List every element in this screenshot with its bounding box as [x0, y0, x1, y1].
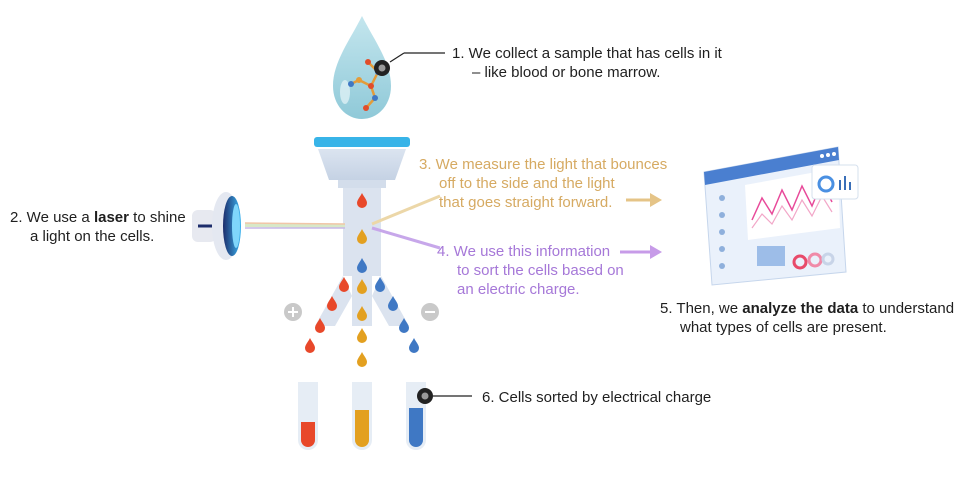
- step1-label: 1. We collect a sample that has cells in…: [452, 44, 722, 82]
- step6-callout-pin: [417, 388, 472, 404]
- step2-bold: laser: [93, 209, 129, 226]
- step5-bold: analyze the data: [742, 300, 859, 317]
- step6-label: 6. Cells sorted by electrical charge: [482, 388, 711, 407]
- step6-line1: 6. Cells sorted by electrical charge: [482, 389, 712, 406]
- step3-line1: 3. We measure the light that bounces: [419, 156, 668, 173]
- step2-label: 2. We use a laser to shine a light on th…: [10, 208, 186, 246]
- laser-beam: [244, 222, 346, 229]
- data-dashboard-icon: [703, 146, 859, 286]
- laser-emitter-icon: [192, 192, 241, 260]
- step1-line2: – like blood or bone marrow.: [472, 64, 661, 81]
- step2-line2: a light on the cells.: [30, 228, 155, 245]
- test-tube-yellow: [352, 382, 372, 450]
- step4-arrow: [620, 245, 662, 259]
- step3-arrow: [626, 193, 662, 207]
- step2-line1: 2. We use a laser to shine: [10, 208, 186, 227]
- step4-line2: to sort the cells based on: [457, 262, 624, 279]
- falling-cells: [305, 193, 419, 367]
- step1-callout-pin: [374, 52, 445, 76]
- step3-line3: that goes straight forward.: [439, 194, 613, 211]
- step5-label: 5. Then, we analyze the data to understa…: [660, 299, 954, 337]
- step5-line1: 5. Then, we analyze the data to understa…: [660, 299, 954, 318]
- step4-line3: an electric charge.: [457, 281, 580, 298]
- step5-pre: 5. Then, we: [660, 300, 743, 317]
- step2-post: to shine: [128, 209, 186, 226]
- test-tube-red: [298, 382, 318, 450]
- step2-pre: 2. We use a: [10, 209, 94, 226]
- minus-icon: [421, 303, 439, 321]
- step4-line1: 4. We use this information: [437, 243, 611, 260]
- step1-line1: 1. We collect a sample that has cells in…: [452, 45, 722, 62]
- scattered-light-paths: [371, 194, 441, 250]
- step5-line2: what types of cells are present.: [680, 319, 887, 336]
- plus-icon: [284, 303, 302, 321]
- step3-line2: off to the side and the light: [439, 175, 615, 192]
- step5-post: to understand: [858, 300, 955, 317]
- step3-label: 3. We measure the light that bounces off…: [419, 155, 667, 212]
- step4-label: 4. We use this information to sort the c…: [437, 242, 624, 299]
